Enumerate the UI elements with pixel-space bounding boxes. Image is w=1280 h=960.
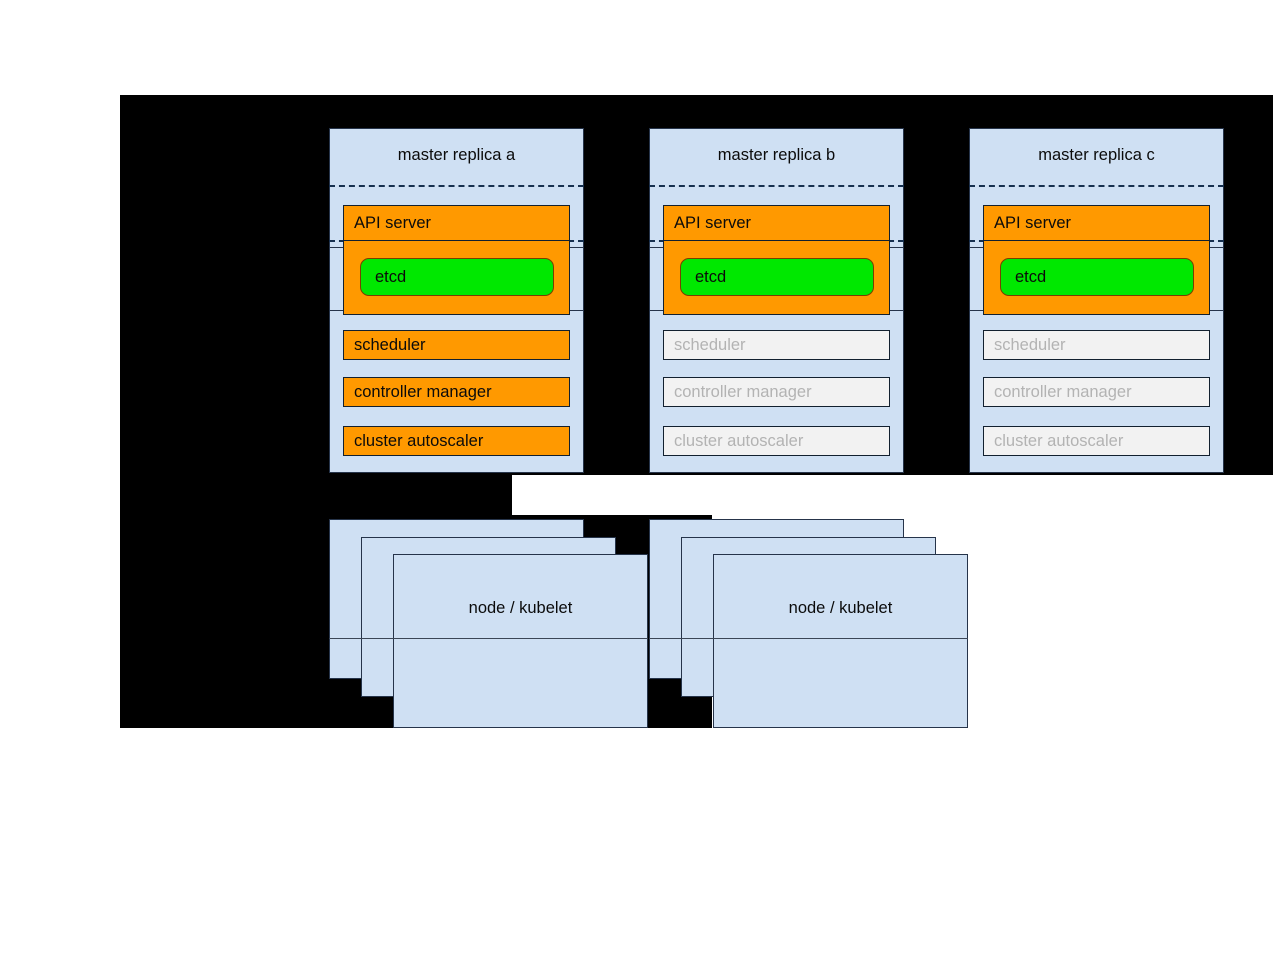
replica-c-api-server-box[interactable]: API server	[983, 205, 1210, 241]
replica-a-etcd-box[interactable]: etcd	[360, 258, 554, 296]
replica-b-api-server-box[interactable]: API server	[663, 205, 890, 241]
node-group-1-divider	[329, 638, 648, 639]
replica-b-controller-manager-box[interactable]: controller manager	[663, 377, 890, 407]
replica-a-dashed-top	[329, 185, 584, 187]
node-group-1-label: node / kubelet	[468, 599, 573, 617]
replica-b-etcd-box[interactable]: etcd	[680, 258, 874, 296]
replica-a-api-server-box[interactable]: API server	[343, 205, 570, 241]
replica-b-cluster-autoscaler-box[interactable]: cluster autoscaler	[663, 426, 890, 456]
master-replica-c-title: master replica c	[1038, 146, 1155, 164]
replica-a-cluster-autoscaler-box[interactable]: cluster autoscaler	[343, 426, 570, 456]
node-group-1-card-front[interactable]: node / kubelet	[393, 554, 648, 728]
replica-c-dashed-top	[969, 185, 1224, 187]
replica-b-dashed-top	[649, 185, 904, 187]
replica-c-scheduler-box[interactable]: scheduler	[983, 330, 1210, 360]
node-group-2-label: node / kubelet	[788, 599, 893, 617]
node-group-2-divider	[649, 638, 968, 639]
backdrop-midleft	[120, 475, 512, 515]
replica-c-controller-manager-box[interactable]: controller manager	[983, 377, 1210, 407]
node-group-2-card-front[interactable]: node / kubelet	[713, 554, 968, 728]
replica-c-etcd-box[interactable]: etcd	[1000, 258, 1194, 296]
master-replica-a-title: master replica a	[397, 146, 516, 164]
replica-a-controller-manager-box[interactable]: controller manager	[343, 377, 570, 407]
replica-a-scheduler-box[interactable]: scheduler	[343, 330, 570, 360]
replica-b-scheduler-box[interactable]: scheduler	[663, 330, 890, 360]
master-replica-b-title: master replica b	[717, 146, 836, 164]
replica-c-cluster-autoscaler-box[interactable]: cluster autoscaler	[983, 426, 1210, 456]
